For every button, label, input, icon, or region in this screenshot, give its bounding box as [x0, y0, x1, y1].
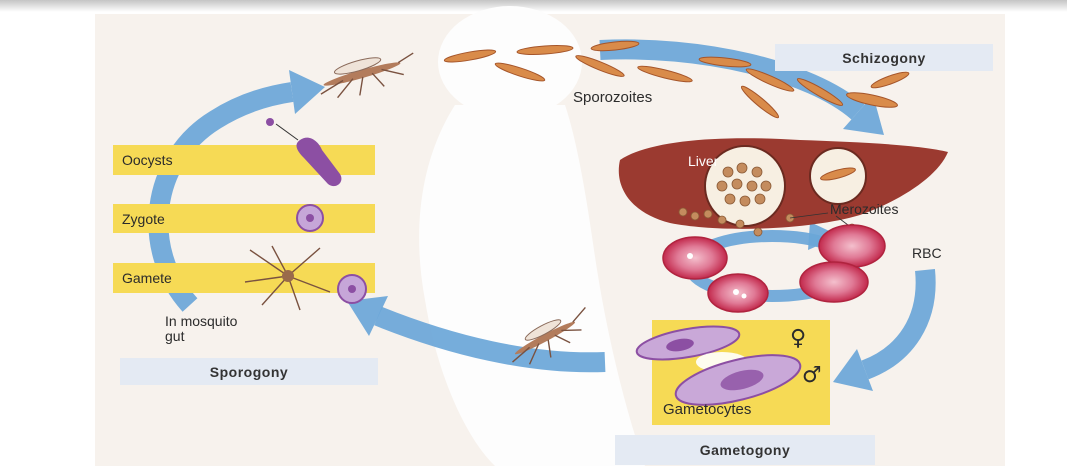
macrogamete-nucleus	[348, 285, 356, 293]
merozoite	[704, 210, 712, 218]
gamete-label: Gamete	[122, 270, 172, 286]
merozoite	[679, 208, 687, 216]
zygote-nucleus	[306, 214, 314, 222]
merozoite	[740, 196, 750, 206]
male-symbol: ♂	[802, 363, 822, 388]
gametogony-label: Gametogony	[700, 442, 791, 458]
sporogony-phase: Sporogony	[120, 358, 378, 385]
gametocytes-label: Gametocytes	[663, 401, 751, 418]
merozoite	[717, 181, 727, 191]
merozoite	[732, 179, 742, 189]
oocysts-label: Oocysts	[122, 152, 173, 168]
rbc-parasite	[733, 289, 739, 295]
female-symbol: ♀	[790, 326, 806, 351]
sporozoites-label: Sporozoites	[573, 89, 652, 106]
rbc-label: RBC	[912, 245, 942, 261]
rbc-parasite	[687, 253, 693, 259]
merozoites-label: Merozoites	[830, 201, 898, 217]
merozoite	[747, 181, 757, 191]
merozoite	[761, 181, 771, 191]
merozoite	[723, 167, 733, 177]
zygote-label: Zygote	[122, 211, 165, 227]
mosquito-gut-line-1: In mosquito	[165, 313, 238, 329]
rbc-cell	[819, 225, 885, 267]
gametocytes-stage: ♀ ♂ Gametocytes	[634, 320, 830, 425]
liver-label: Liver	[688, 153, 719, 169]
merozoite	[755, 194, 765, 204]
rbc-cell	[663, 237, 727, 279]
oocyst-sporozoite-dot	[266, 118, 274, 126]
merozoite	[736, 220, 744, 228]
gametogony-phase: Gametogony	[615, 435, 875, 465]
merozoite	[737, 163, 747, 173]
rbc-cell	[800, 262, 868, 302]
zygote-stage: Zygote	[113, 204, 375, 233]
rbc-parasite	[742, 294, 747, 299]
merozoite	[754, 228, 762, 236]
microgamete-body	[282, 270, 294, 282]
sporogony-label: Sporogony	[210, 364, 288, 380]
schizogony-phase: Schizogony	[775, 44, 993, 71]
merozoite	[718, 216, 726, 224]
merozoite	[725, 194, 735, 204]
schizogony-label: Schizogony	[842, 50, 926, 66]
merozoite	[752, 167, 762, 177]
mosquito-gut-line-2: gut	[165, 328, 185, 344]
merozoite	[691, 212, 699, 220]
